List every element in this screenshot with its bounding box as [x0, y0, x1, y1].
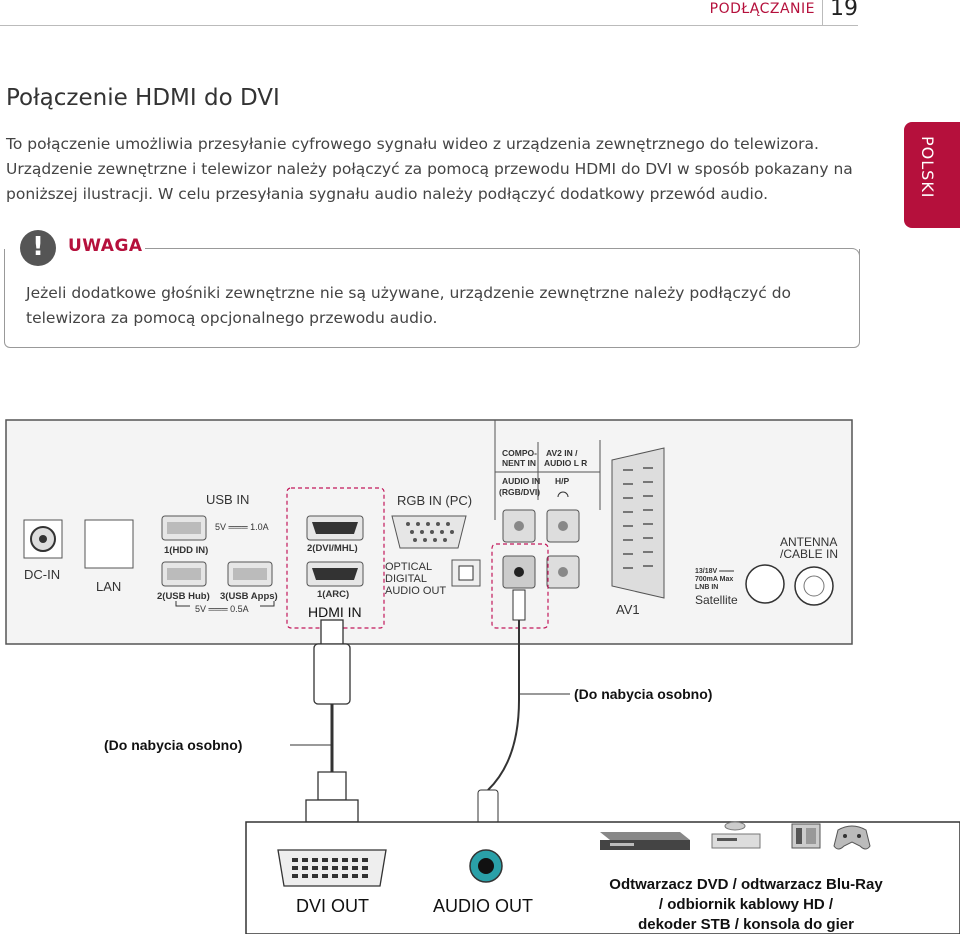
page-title: Połączenie HDMI do DVI [6, 85, 280, 111]
hdmi2-label: 2(DVI/MHL) [307, 543, 358, 554]
usb1-label: 1(HDD IN) [164, 545, 208, 556]
dvi-plug [317, 771, 347, 801]
warning-icon: ! [20, 230, 56, 266]
optical-label-3: AUDIO OUT [385, 585, 446, 597]
antenna-label-2: /CABLE IN [780, 547, 838, 561]
antenna-port [794, 566, 834, 606]
usb-power-bottom: 5V ═══ 0.5A [195, 604, 249, 614]
usb-power-top: 5V ═══ 1.0A [215, 522, 269, 532]
audio-in-label-1: AUDIO IN [502, 476, 540, 486]
usb3-label: 3(USB Apps) [220, 591, 278, 602]
audio-in-label-2: (RGB/DVI) [499, 487, 540, 497]
hdmi-plug [320, 619, 344, 645]
header-divider [822, 0, 823, 25]
hdmi-highlight [286, 487, 385, 629]
scart-port [611, 447, 665, 599]
language-tab: POLSKI [904, 122, 960, 228]
language-tab-label: POLSKI [918, 136, 937, 199]
component-label-2: NENT IN [502, 458, 536, 468]
usb-in-label: USB IN [206, 492, 249, 507]
page-number: 19 [830, 0, 858, 21]
dvi-out-label: DVI OUT [296, 896, 369, 916]
note-label: UWAGA [68, 236, 143, 256]
av2-label-1: AV2 IN / [546, 448, 578, 458]
audio-highlight [491, 543, 549, 629]
lnb-label-1: 13/18V ═══ [695, 568, 734, 575]
hdmi-in-label: HDMI IN [308, 604, 362, 620]
headphone-icon [557, 491, 569, 498]
lan-label: LAN [96, 579, 121, 594]
hp-label: H/P [555, 476, 570, 486]
intro-paragraph: To połączenie umożliwia przesyłanie cyfr… [6, 135, 853, 203]
gamepad-icon [833, 825, 871, 850]
device-list-line-3: dekoder STB / konsola do gier [638, 916, 854, 933]
dvd-player-icon [600, 832, 690, 850]
audio-out-label: AUDIO OUT [433, 896, 533, 916]
usb2-label: 2(USB Hub) [157, 591, 210, 602]
satellite-port [745, 564, 785, 604]
note-text: Jeżeli dodatkowe głośniki zewnętrzne nie… [26, 284, 792, 327]
av2-label-2: AUDIO L R [544, 458, 587, 468]
connection-diagram: DC-IN LAN USB IN 5V ═══ 1.0A 1(HDD IN) 2… [5, 419, 960, 934]
page-header: PODŁĄCZANIE 19 [0, 0, 960, 28]
optical-label-2: DIGITAL [385, 573, 427, 585]
device-list-line-1: Odtwarzacz DVD / odtwarzacz Blu-Ray [609, 876, 883, 893]
antenna-label-1: ANTENNA [780, 535, 837, 549]
lnb-label-3: LNB IN [695, 584, 718, 591]
component-label-1: COMPO- [502, 448, 537, 458]
set-top-box-icon [791, 823, 821, 849]
sold-separately-left: (Do nabycia osobno) [104, 737, 242, 753]
bluray-player-icon [711, 821, 761, 849]
lnb-label-2: 700mA Max [695, 576, 733, 583]
satellite-label: Satellite [695, 593, 738, 607]
section-title: PODŁĄCZANIE [709, 1, 815, 17]
rgb-port [391, 515, 467, 549]
optical-label-1: OPTICAL [385, 561, 432, 573]
note-box [4, 249, 860, 348]
header-rule [0, 25, 858, 26]
dc-in-label: DC-IN [24, 567, 60, 582]
hdmi1-label: 1(ARC) [317, 589, 349, 600]
rgb-in-label: RGB IN (PC) [397, 493, 472, 508]
sold-separately-right: (Do nabycia osobno) [574, 686, 712, 702]
av1-label: AV1 [616, 602, 640, 617]
lan-port [84, 519, 134, 569]
device-list-line-2: / odbiornik kablowy HD / [659, 896, 834, 913]
